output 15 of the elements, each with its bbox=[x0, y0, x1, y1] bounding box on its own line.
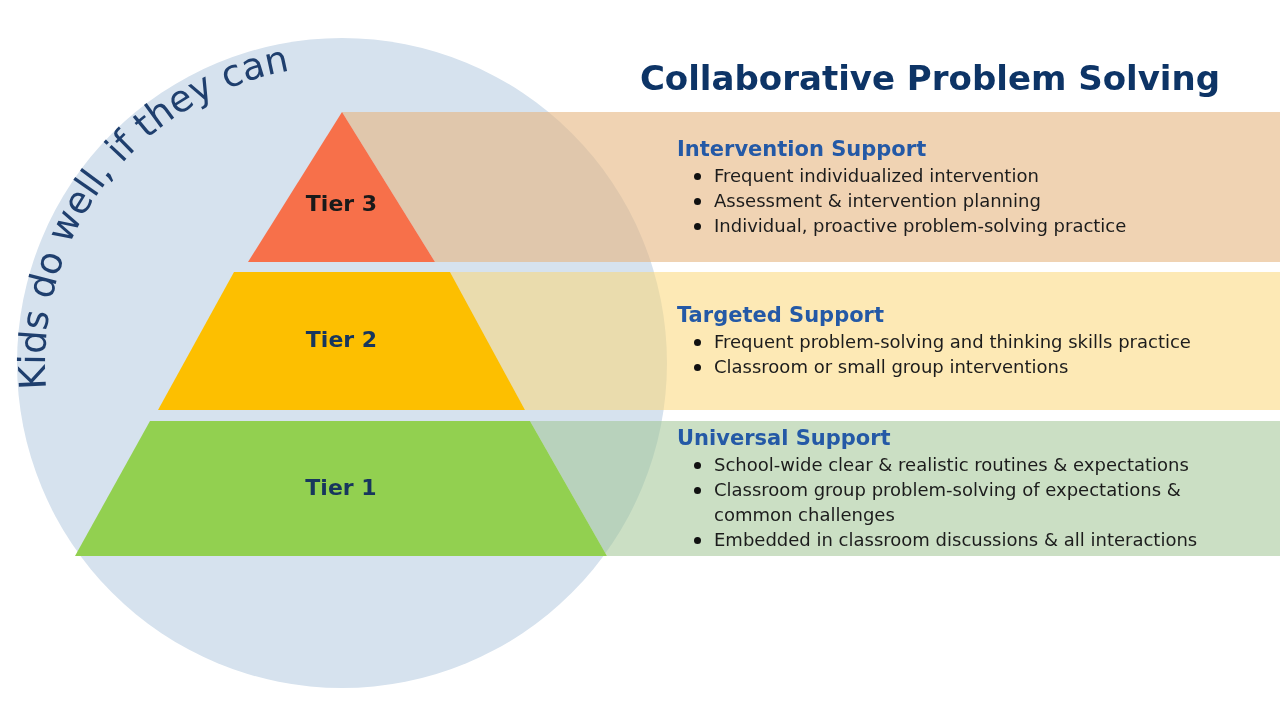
tier-label: Tier 2 bbox=[304, 327, 379, 352]
bullet-item: Individual, proactive problem-solving practice bbox=[714, 213, 1128, 238]
bullet-item: Assessment & intervention planning bbox=[714, 188, 1042, 213]
bullet-item: Frequent individualized intervention bbox=[714, 163, 1040, 188]
bullet-item: Classroom group problem-solving of expectations & common challenges bbox=[714, 477, 1182, 527]
band-heading: Intervention Support bbox=[677, 136, 928, 161]
band-heading: Universal Support bbox=[677, 425, 892, 450]
bullet-item: Frequent problem-solving and thinking skills practice bbox=[714, 330, 1192, 354]
band-heading: Targeted Support bbox=[677, 303, 885, 327]
bullet-item: Embedded in classroom discussions & all interactions bbox=[714, 527, 1199, 552]
tier-label: Tier 3 bbox=[304, 191, 379, 216]
bullet-item: School-wide clear & realistic routines & expectations bbox=[714, 452, 1190, 477]
tier-label: Tier 1 bbox=[304, 474, 378, 500]
bullet-item: Classroom or small group interventions bbox=[714, 355, 1070, 379]
diagram-title: Collaborative Problem Solving bbox=[638, 58, 1222, 98]
